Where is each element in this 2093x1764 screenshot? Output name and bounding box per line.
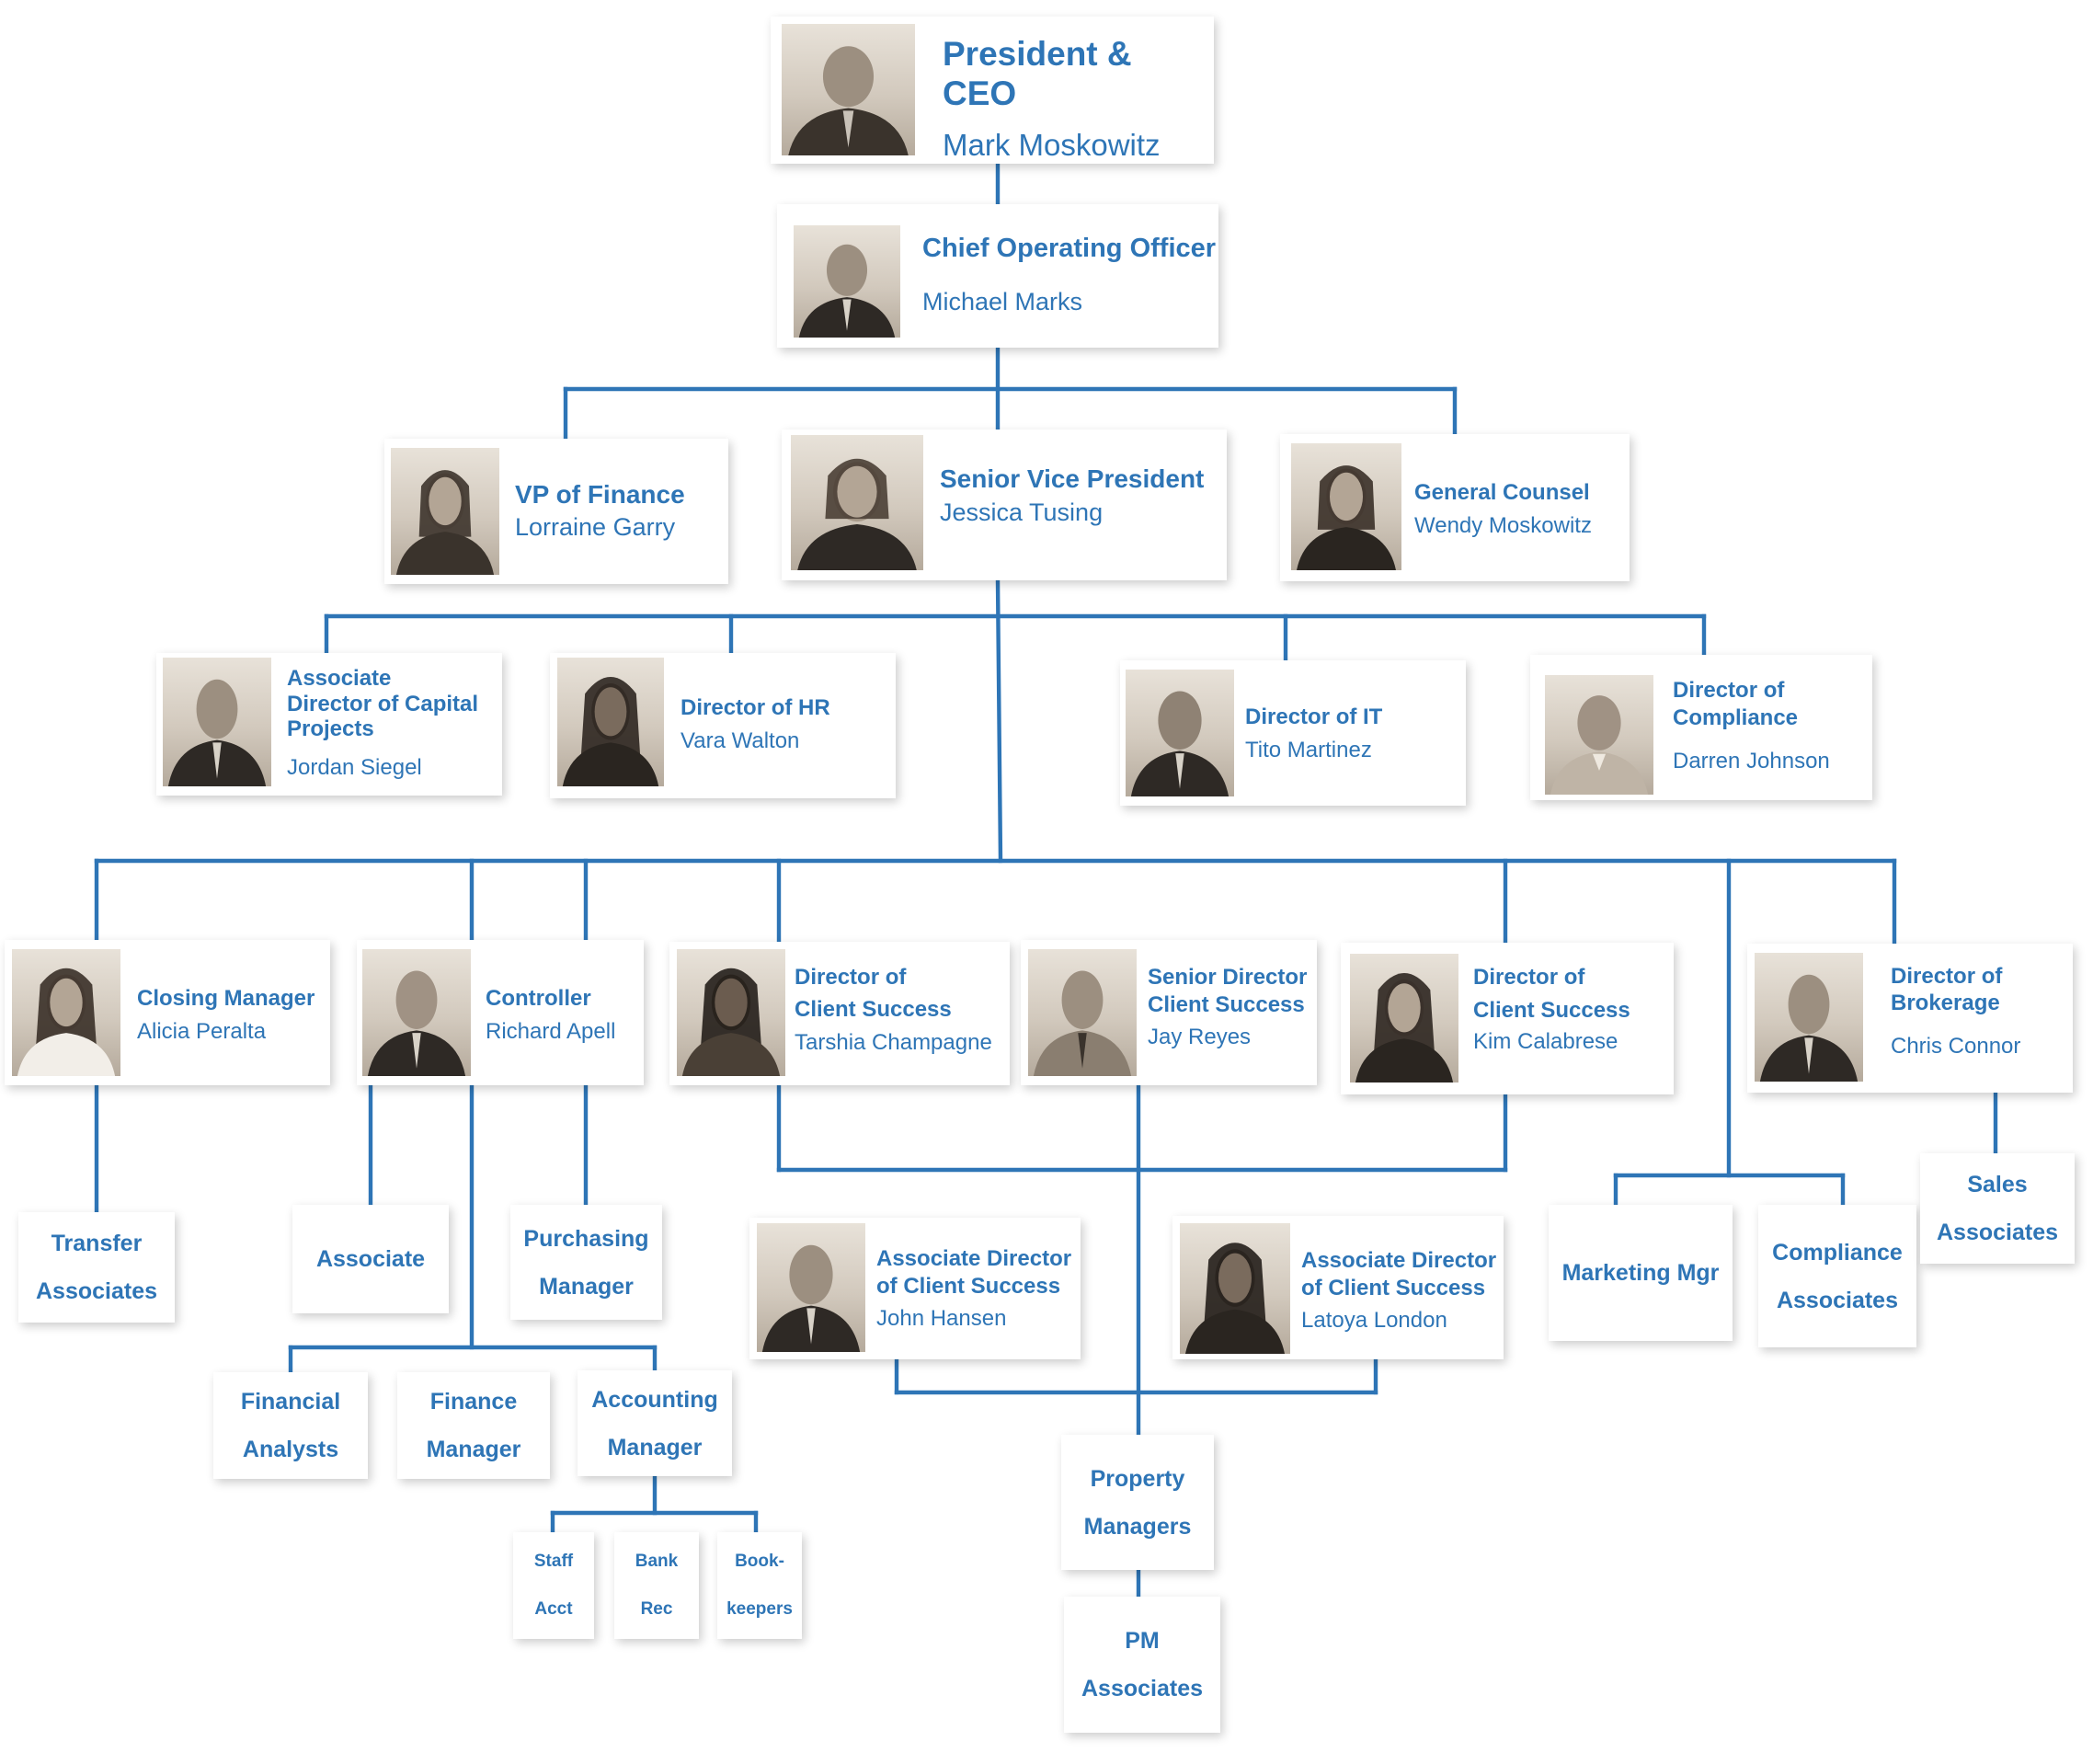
dir-compliance-title: Director of Compliance bbox=[1673, 678, 1799, 730]
assoc-dir-cs-1-name: John Hansen bbox=[876, 1306, 1007, 1331]
ceo-photo bbox=[782, 24, 915, 155]
finance-manager-label: Finance Manager bbox=[426, 1389, 521, 1462]
vp-finance-photo bbox=[391, 448, 499, 575]
card-dir-brokerage[interactable]: Director of Brokerage Chris Connor bbox=[1747, 944, 2073, 1093]
card-dir-client-success-2[interactable]: Director of Client Success Kim Calabrese bbox=[1341, 943, 1674, 1094]
ceo-title: President & CEO bbox=[943, 35, 1132, 112]
assoc-dir-cs-1-photo bbox=[757, 1223, 865, 1352]
general-counsel-name: Wendy Moskowitz bbox=[1414, 512, 1592, 538]
accounting-manager-label: Accounting Manager bbox=[591, 1386, 718, 1460]
card-dir-it[interactable]: Director of IT Tito Martinez bbox=[1120, 660, 1466, 806]
box-finance-manager[interactable]: Finance Manager bbox=[397, 1372, 550, 1479]
general-counsel-title: General Counsel bbox=[1414, 480, 1590, 505]
card-assoc-dir-cs-2[interactable]: Associate Director of Client Success Lat… bbox=[1172, 1216, 1504, 1359]
dir-client-success-1-photo bbox=[677, 949, 785, 1076]
box-compliance-associates[interactable]: Compliance Associates bbox=[1758, 1205, 1916, 1347]
card-closing-manager[interactable]: Closing Manager Alicia Peralta bbox=[5, 940, 330, 1085]
closing-manager-title: Closing Manager bbox=[137, 986, 315, 1011]
card-dir-compliance[interactable]: Director of Compliance Darren Johnson bbox=[1530, 655, 1872, 800]
box-associate[interactable]: Associate bbox=[292, 1205, 449, 1313]
bookkeepers-label: Book- keepers bbox=[726, 1552, 793, 1619]
dir-compliance-photo bbox=[1545, 675, 1653, 795]
assoc-dir-cs-2-name: Latoya London bbox=[1301, 1308, 1447, 1333]
card-sr-dir-client-success[interactable]: Senior Director Client Success Jay Reyes bbox=[1021, 940, 1317, 1085]
controller-photo bbox=[362, 949, 471, 1076]
assoc-dir-cs-2-title: Associate Director of Client Success bbox=[1301, 1248, 1497, 1300]
dir-brokerage-photo bbox=[1755, 953, 1863, 1082]
box-accounting-manager[interactable]: Accounting Manager bbox=[578, 1370, 732, 1476]
dir-hr-photo bbox=[557, 658, 664, 786]
assoc-dir-cs-1-title: Associate Director of Client Success bbox=[876, 1246, 1072, 1299]
dir-compliance-name: Darren Johnson bbox=[1673, 749, 1830, 773]
sales-associates-label: Sales Associates bbox=[1936, 1172, 2059, 1245]
dir-client-success-2-name: Kim Calabrese bbox=[1473, 1029, 1618, 1054]
dir-client-success-2-photo bbox=[1350, 954, 1458, 1082]
controller-title: Controller bbox=[486, 986, 591, 1011]
dir-it-photo bbox=[1126, 670, 1234, 796]
svp-photo bbox=[791, 435, 923, 570]
card-controller[interactable]: Controller Richard Apell bbox=[357, 940, 644, 1085]
pm-associates-label: PM Associates bbox=[1081, 1628, 1204, 1701]
dir-it-name: Tito Martinez bbox=[1245, 737, 1372, 762]
sr-dir-client-success-name: Jay Reyes bbox=[1148, 1025, 1252, 1049]
dir-brokerage-name: Chris Connor bbox=[1891, 1033, 2021, 1059]
assoc-dir-cs-2-photo bbox=[1180, 1223, 1290, 1354]
assoc-dir-capital-name: Jordan Siegel bbox=[287, 754, 422, 780]
dir-client-success-1-title: Director of Client Success bbox=[795, 965, 952, 1022]
box-bank-rec[interactable]: Bank Rec bbox=[614, 1532, 699, 1639]
box-marketing-mgr[interactable]: Marketing Mgr bbox=[1549, 1205, 1733, 1341]
sr-dir-client-success-photo bbox=[1028, 949, 1137, 1076]
controller-name: Richard Apell bbox=[486, 1018, 616, 1044]
dir-brokerage-title: Director of Brokerage bbox=[1891, 964, 2003, 1015]
closing-manager-name: Alicia Peralta bbox=[137, 1018, 267, 1044]
card-svp[interactable]: Senior Vice President Jessica Tusing bbox=[782, 430, 1227, 580]
box-bookkeepers[interactable]: Book- keepers bbox=[717, 1532, 802, 1639]
dir-hr-name: Vara Walton bbox=[681, 727, 800, 753]
card-vp-finance[interactable]: VP of Finance Lorraine Garry bbox=[384, 439, 728, 584]
assoc-dir-capital-title: Associate Director of Capital Projects bbox=[287, 666, 479, 742]
box-purchasing-manager[interactable]: Purchasing Manager bbox=[510, 1205, 662, 1320]
box-pm-associates[interactable]: PM Associates bbox=[1064, 1597, 1220, 1733]
marketing-mgr-label: Marketing Mgr bbox=[1561, 1260, 1720, 1286]
ceo-name: Mark Moskowitz bbox=[943, 128, 1161, 163]
card-dir-hr[interactable]: Director of HR Vara Walton bbox=[550, 653, 896, 798]
sr-dir-client-success-title: Senior Director Client Success bbox=[1148, 965, 1308, 1017]
vp-finance-name: Lorraine Garry bbox=[515, 513, 676, 542]
coo-photo bbox=[794, 225, 900, 338]
assoc-dir-capital-photo bbox=[163, 658, 271, 786]
box-property-managers[interactable]: Property Managers bbox=[1061, 1435, 1214, 1570]
card-general-counsel[interactable]: General Counsel Wendy Moskowitz bbox=[1280, 434, 1630, 581]
svp-name: Jessica Tusing bbox=[940, 498, 1104, 527]
card-coo[interactable]: Chief Operating Officer Michael Marks bbox=[777, 204, 1218, 348]
box-sales-associates[interactable]: Sales Associates bbox=[1920, 1153, 2075, 1264]
bank-rec-label: Bank Rec bbox=[635, 1552, 679, 1619]
closing-manager-photo bbox=[12, 949, 120, 1076]
general-counsel-photo bbox=[1291, 443, 1401, 570]
purchasing-manager-label: Purchasing Manager bbox=[523, 1225, 649, 1300]
compliance-associates-label: Compliance Associates bbox=[1772, 1239, 1903, 1313]
dir-hr-title: Director of HR bbox=[681, 695, 830, 720]
svp-title: Senior Vice President bbox=[940, 464, 1205, 493]
transfer-associates-label: Transfer Associates bbox=[35, 1231, 158, 1304]
box-transfer-associates[interactable]: Transfer Associates bbox=[18, 1212, 175, 1323]
coo-name: Michael Marks bbox=[922, 288, 1083, 316]
card-assoc-dir-cs-1[interactable]: Associate Director of Client Success Joh… bbox=[749, 1218, 1081, 1359]
associate-label: Associate bbox=[315, 1246, 426, 1272]
financial-analysts-label: Financial Analysts bbox=[240, 1389, 341, 1462]
property-managers-label: Property Managers bbox=[1083, 1465, 1192, 1540]
box-staff-acct[interactable]: Staff Acct bbox=[513, 1532, 594, 1639]
coo-title: Chief Operating Officer bbox=[922, 234, 1217, 263]
dir-client-success-2-title: Director of Client Success bbox=[1473, 965, 1630, 1023]
dir-it-title: Director of IT bbox=[1245, 704, 1383, 729]
vp-finance-title: VP of Finance bbox=[515, 480, 685, 509]
card-president-ceo[interactable]: President & CEO Mark Moskowitz bbox=[771, 17, 1214, 164]
box-financial-analysts[interactable]: Financial Analysts bbox=[213, 1372, 368, 1479]
card-assoc-dir-capital[interactable]: Associate Director of Capital Projects J… bbox=[156, 653, 502, 796]
dir-client-success-1-name: Tarshia Champagne bbox=[795, 1029, 992, 1055]
staff-acct-label: Staff Acct bbox=[533, 1552, 574, 1619]
card-dir-client-success-1[interactable]: Director of Client Success Tarshia Champ… bbox=[669, 942, 1010, 1085]
